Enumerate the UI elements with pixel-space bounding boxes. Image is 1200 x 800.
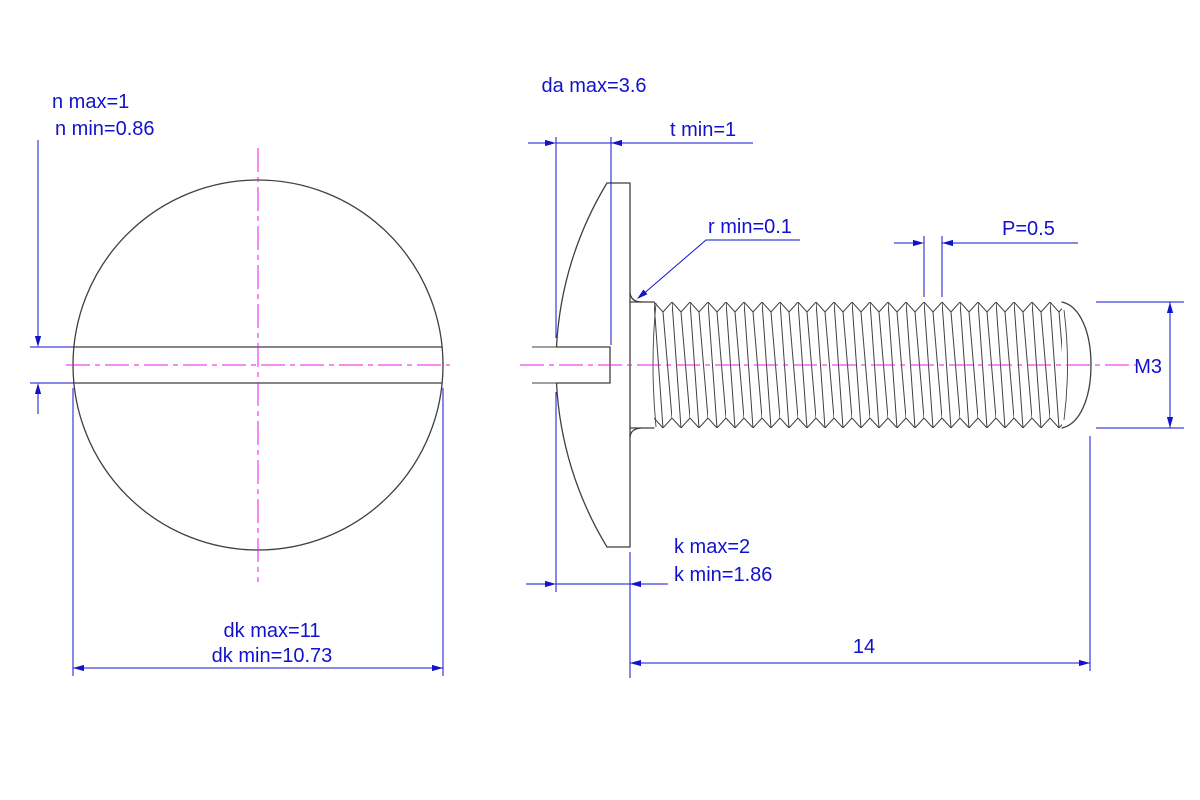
n-min-label: n min=0.86 [55, 118, 155, 140]
dim-p: P=0.5 [894, 218, 1078, 297]
arrowhead [34, 336, 42, 347]
t-min-label: t min=1 [670, 119, 736, 141]
dim-dk: dk max=11 dk min=10.73 [72, 388, 444, 676]
dk-min-label: dk min=10.73 [212, 645, 333, 667]
k-min-label: k min=1.86 [674, 564, 772, 586]
r-min-label: r min=0.1 [708, 216, 792, 238]
dim-r: r min=0.1 [635, 216, 800, 302]
pitch-label: P=0.5 [1002, 218, 1055, 240]
dim-m3: M3 [1096, 301, 1184, 429]
shank-outline [629, 301, 655, 429]
arrowhead [73, 664, 84, 672]
length-label: 14 [853, 636, 875, 658]
dim-t: t min=1 [528, 119, 753, 345]
screw-tip [1061, 301, 1092, 429]
arrowhead [913, 239, 924, 247]
arrowhead [1166, 417, 1174, 428]
arrowhead [545, 580, 556, 588]
slot-projection-lines [532, 346, 556, 384]
dim-da: da max=3.6 [541, 75, 647, 338]
da-max-label: da max=3.6 [541, 75, 646, 97]
arrowhead [635, 289, 648, 302]
underhead-fillet [629, 292, 642, 438]
arrowhead [34, 383, 42, 394]
n-max-label: n max=1 [52, 91, 129, 113]
dk-max-label: dk max=11 [224, 620, 321, 642]
arrowhead [630, 659, 641, 667]
k-max-label: k max=2 [674, 536, 750, 558]
arrowhead [1166, 302, 1174, 313]
dim-n: n max=1 n min=0.86 [30, 91, 155, 414]
dim-length: 14 [630, 436, 1091, 671]
side-view [520, 182, 1136, 548]
dim-k: k max=2 k min=1.86 [526, 392, 772, 678]
arrowhead [545, 139, 556, 147]
front-view [66, 148, 450, 582]
thread-size-label: M3 [1134, 356, 1162, 378]
arrowhead [432, 664, 443, 672]
arrowhead [1079, 659, 1090, 667]
